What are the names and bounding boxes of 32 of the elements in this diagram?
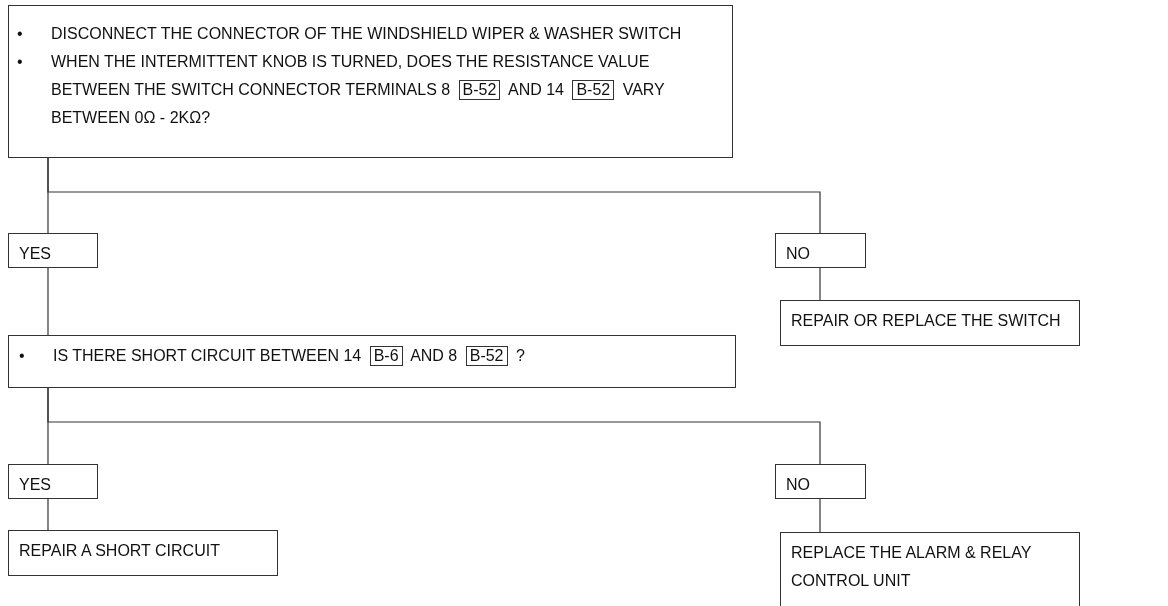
- flow-box: [775, 233, 866, 268]
- connector-reference-box: B-52: [465, 346, 508, 366]
- connector-reference-box: B-6: [369, 346, 403, 366]
- flow-box: [8, 5, 733, 158]
- box-text: YES: [19, 244, 52, 264]
- bullet-mark: •: [17, 52, 24, 72]
- connector-line: [47, 387, 821, 465]
- flow-box: [8, 464, 98, 499]
- connector-reference-box: B-52: [572, 80, 615, 100]
- box-text: YES: [19, 475, 52, 495]
- connector-line: [819, 267, 821, 301]
- connector-line: [819, 498, 821, 533]
- box-text: REPAIR OR REPLACE THE SWITCH: [791, 311, 1062, 331]
- connector-line: [47, 157, 821, 234]
- instruction-text: WHEN THE INTERMITTENT KNOB IS TURNED, DOES THE RESISTANCE VALUE BETWEEN THE SWITCH CONNECTOR TERMINALS 8 B-52 AND 14 B-52 VARY BETWEEN 0Ω - 2KΩ?: [51, 52, 666, 128]
- flow-box: [8, 530, 278, 576]
- box-text: NO: [786, 244, 811, 264]
- box-text: REPAIR A SHORT CIRCUIT: [19, 541, 221, 561]
- instruction-text: DISCONNECT THE CONNECTOR OF THE WINDSHIELD WIPER & WASHER SWITCH: [51, 24, 683, 44]
- flow-box: [780, 300, 1080, 346]
- connector-line: [47, 498, 49, 531]
- flow-box: [780, 532, 1080, 606]
- flow-box: [8, 233, 98, 268]
- instruction-text: IS THERE SHORT CIRCUIT BETWEEN 14 B-6 AND 8 B-52 ?: [53, 345, 526, 368]
- box-text: REPLACE THE ALARM & RELAY CONTROL UNIT: [791, 543, 1033, 591]
- bullet-mark: •: [19, 346, 26, 366]
- flow-box: [775, 464, 866, 499]
- bullet-mark: •: [17, 24, 24, 44]
- box-text: NO: [786, 475, 811, 495]
- connector-line: [47, 267, 49, 336]
- flow-box: [8, 335, 736, 388]
- connector-reference-box: B-52: [458, 80, 501, 100]
